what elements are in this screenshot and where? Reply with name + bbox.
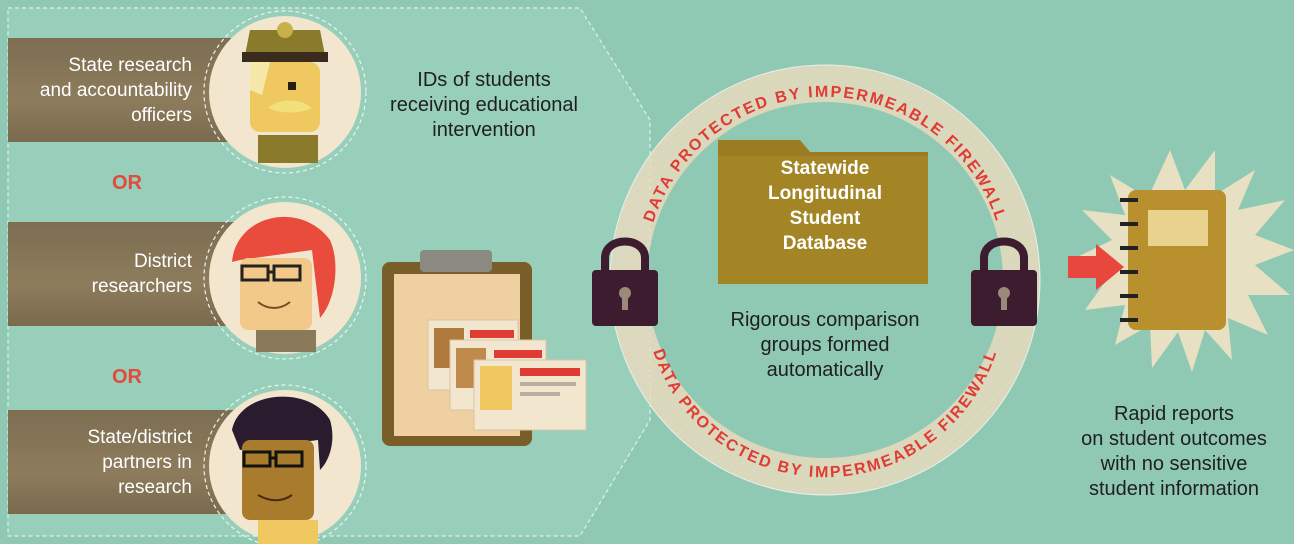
- database-label: Statewide Longitudinal Student Database: [768, 158, 882, 254]
- role-partners-label: State/district partners in research: [87, 426, 192, 498]
- or-label-1: OR: [112, 172, 142, 194]
- role-state-officers-label: State research and accountability office…: [39, 54, 192, 126]
- comparison-text: Rigorous comparison groups formed automa…: [730, 309, 920, 381]
- report-text: Rapid reports on student outcomes with n…: [1081, 403, 1267, 500]
- or-label-2: OR: [112, 366, 142, 388]
- starburst-icon: [1075, 150, 1294, 372]
- ids-text: IDs of students receiving educational in…: [390, 69, 578, 141]
- role-district-researchers: District researchers: [8, 222, 246, 326]
- role-district-researchers-label: District researchers: [91, 251, 192, 297]
- role-partners: State/district partners in research: [8, 410, 246, 514]
- role-state-officers: State research and accountability office…: [8, 38, 246, 142]
